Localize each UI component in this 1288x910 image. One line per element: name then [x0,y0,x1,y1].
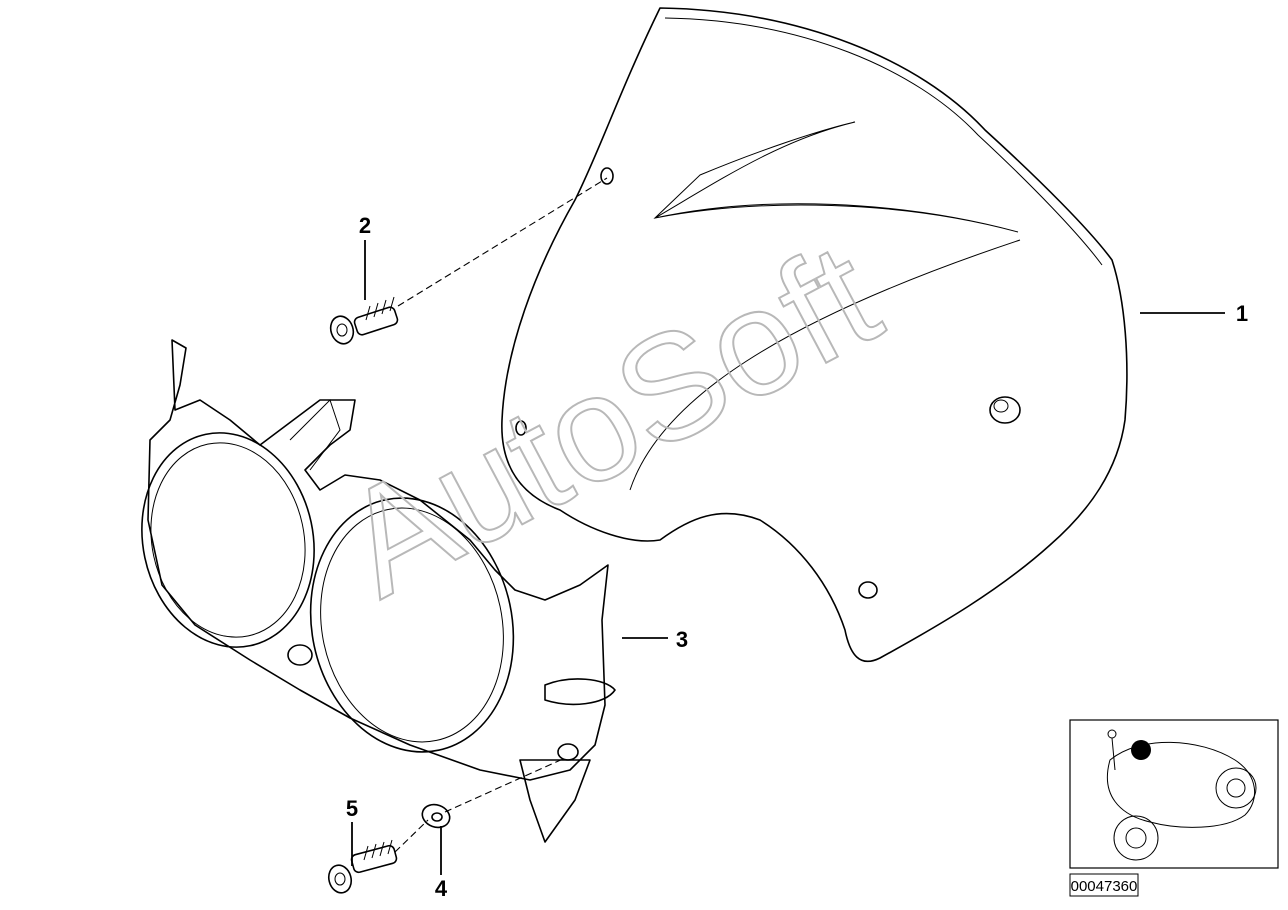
part-number: 00047360 [1071,878,1138,895]
mount-hole-icon [600,167,614,185]
location-marker-icon [1131,740,1151,760]
windshield[interactable] [501,7,1128,663]
instrument-cover[interactable] [122,339,616,843]
assembly-line [444,757,566,813]
screw-5[interactable] [326,839,398,895]
motorcycle-icon [1106,729,1257,861]
watermark-text: AutoSoft [316,210,903,628]
mount-hole-icon [515,420,527,436]
part-number-box: 00047360 [1069,873,1139,897]
callout-5: 5 [346,796,358,821]
mount-hole-icon [858,581,878,599]
callout-3: 3 [676,627,688,652]
assembly-line [397,177,608,307]
rubber-grommet-icon [989,396,1021,424]
washer-4[interactable] [419,801,453,831]
callout-2: 2 [359,213,371,238]
callout-1: 1 [1236,301,1248,326]
assembly-line [394,819,429,853]
callout-4: 4 [435,876,448,901]
screw-2[interactable] [327,296,399,347]
location-thumbnail [1069,719,1279,869]
